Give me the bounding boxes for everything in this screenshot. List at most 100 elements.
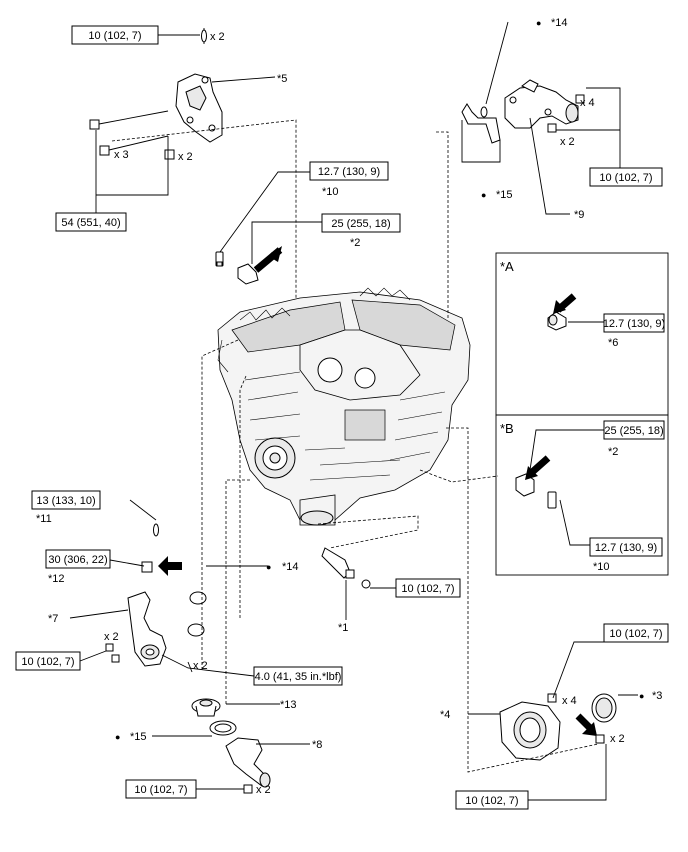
callout-8: *8 bbox=[312, 739, 322, 751]
arrow-icon bbox=[525, 466, 538, 480]
oring-14-top bbox=[480, 106, 488, 118]
torque-box-13: 13 (133, 10) bbox=[31, 490, 101, 510]
qty-pin-top: x 2 bbox=[210, 31, 225, 43]
arrow-icon bbox=[158, 556, 168, 576]
part-7-water-inlet bbox=[105, 591, 167, 667]
nut-top-right bbox=[575, 94, 585, 104]
part-5-bracket bbox=[175, 73, 223, 143]
torque-box-54: 54 (551, 40) bbox=[55, 212, 127, 232]
qty-x2-pin: x 2 bbox=[193, 660, 208, 672]
qty-x2-top-right: x 2 bbox=[560, 136, 575, 148]
part-2-sensor bbox=[237, 263, 259, 285]
torque-value-label: 12.7 (130, 9) bbox=[603, 318, 665, 330]
callout-10-top: *10 bbox=[322, 186, 339, 198]
qty-x2-bottom: x 2 bbox=[256, 784, 271, 796]
bolts-54 bbox=[89, 110, 175, 160]
arrow-icon bbox=[553, 300, 566, 314]
qty-x2-left: x 2 bbox=[104, 631, 119, 643]
bullet-14-left: ● bbox=[266, 562, 271, 572]
engine-block bbox=[217, 287, 471, 526]
torque-box-right-10: 10 (102, 7) bbox=[603, 623, 669, 643]
callout-15-bottom: *15 bbox=[130, 731, 147, 743]
part-9-water-outlet bbox=[504, 79, 579, 129]
callout-6: *6 bbox=[608, 337, 618, 349]
torque-value-label: 10 (102, 7) bbox=[401, 583, 454, 595]
torque-value-label: 25 (255, 18) bbox=[331, 218, 390, 230]
bullet-15-bottom: ● bbox=[115, 732, 120, 742]
part-11-pin bbox=[153, 523, 159, 537]
callout-14-left: *14 bbox=[282, 561, 299, 573]
gasket-15-top bbox=[461, 103, 501, 144]
callout-11: *11 bbox=[36, 513, 52, 525]
torque-value-label: 12.7 (130, 9) bbox=[318, 166, 380, 178]
callout-1: *1 bbox=[338, 622, 348, 634]
torque-box-b-12-7: 12.7 (130, 9) bbox=[589, 537, 663, 557]
arrow-icon bbox=[582, 722, 597, 736]
callout-2-b: *2 bbox=[608, 446, 618, 458]
part-12-bolt bbox=[141, 561, 153, 573]
torque-value-label: 54 (551, 40) bbox=[61, 217, 120, 229]
oring-14-a bbox=[189, 591, 207, 605]
callout-2-top: *2 bbox=[350, 237, 360, 249]
torque-box-25-top: 25 (255, 18) bbox=[321, 213, 401, 233]
bullet-15-top: ● bbox=[481, 190, 486, 200]
callout-7: *7 bbox=[48, 613, 58, 625]
qty-x4-top: x 4 bbox=[580, 97, 595, 109]
callout-13: *13 bbox=[280, 699, 297, 711]
dashed-lines bbox=[111, 119, 599, 773]
torque-value-label: 10 (102, 7) bbox=[599, 172, 652, 184]
arrow-icon bbox=[253, 247, 283, 273]
torque-box-4-0: 4.0 (41, 35 in.*lbf) bbox=[253, 666, 343, 686]
torque-value-label: 30 (306, 22) bbox=[48, 554, 107, 566]
qty-x4-right: x 4 bbox=[562, 695, 577, 707]
torque-box-bottom-right-10: 10 (102, 7) bbox=[455, 790, 529, 810]
torque-value-label: 10 (102, 7) bbox=[465, 795, 518, 807]
inset-b-part-10 bbox=[547, 491, 557, 509]
torque-value-label: 25 (255, 18) bbox=[604, 425, 663, 437]
bolt-bottom-right bbox=[595, 734, 605, 744]
torque-box-top-left: 10 (102, 7) bbox=[71, 25, 159, 45]
inset-a-label: *A bbox=[500, 259, 514, 274]
inset-b-label: *B bbox=[500, 421, 514, 436]
inset-a-part-6 bbox=[547, 311, 567, 331]
part-3-oil-seal bbox=[591, 693, 617, 723]
torque-box-bottom-left-10: 10 (102, 7) bbox=[125, 779, 197, 799]
torque-value-label: 13 (133, 10) bbox=[36, 495, 95, 507]
callout-4: *4 bbox=[440, 709, 450, 721]
part-4-retainer bbox=[499, 693, 561, 761]
torque-box-center-10: 10 (102, 7) bbox=[395, 578, 461, 598]
torque-box-top-right: 10 (102, 7) bbox=[589, 167, 663, 187]
torque-value-label: 4.0 (41, 35 in.*lbf) bbox=[255, 671, 342, 683]
callout-3: *3 bbox=[652, 690, 662, 702]
part-8-water-outlet bbox=[225, 737, 271, 794]
torque-value-label: 10 (102, 7) bbox=[134, 784, 187, 796]
torque-value-label: 10 (102, 7) bbox=[88, 30, 141, 42]
part-13-thermostat bbox=[191, 698, 221, 717]
torque-box-12-7-top: 12.7 (130, 9) bbox=[309, 161, 389, 181]
bullet-3: ● bbox=[639, 691, 644, 701]
leader-lines bbox=[69, 21, 638, 801]
torque-box-left-10: 10 (102, 7) bbox=[15, 651, 81, 671]
qty-x3: x 3 bbox=[114, 149, 129, 161]
qty-x2-right: x 2 bbox=[610, 733, 625, 745]
qty-x2-bracket: x 2 bbox=[178, 151, 193, 163]
torque-value-label: 10 (102, 7) bbox=[21, 656, 74, 668]
torque-value-label: 12.7 (130, 9) bbox=[595, 542, 657, 554]
torque-value-label: 10 (102, 7) bbox=[609, 628, 662, 640]
callout-14-top: *14 bbox=[551, 17, 568, 29]
bullet-14-top: ● bbox=[536, 18, 541, 28]
torque-box-a-12-7: 12.7 (130, 9) bbox=[603, 313, 665, 333]
pin-4 bbox=[187, 661, 193, 673]
oring-14-b bbox=[187, 623, 205, 637]
torque-box-b-25: 25 (255, 18) bbox=[603, 420, 665, 440]
callout-10-b: *10 bbox=[593, 561, 610, 573]
part-10-sensor bbox=[215, 251, 224, 267]
inset-b-box bbox=[495, 414, 669, 576]
callout-9: *9 bbox=[574, 209, 584, 221]
callout-12: *12 bbox=[48, 573, 65, 585]
inset-a-box bbox=[495, 252, 669, 416]
torque-box-30: 30 (306, 22) bbox=[45, 549, 111, 569]
inset-b-part-2 bbox=[515, 473, 535, 497]
